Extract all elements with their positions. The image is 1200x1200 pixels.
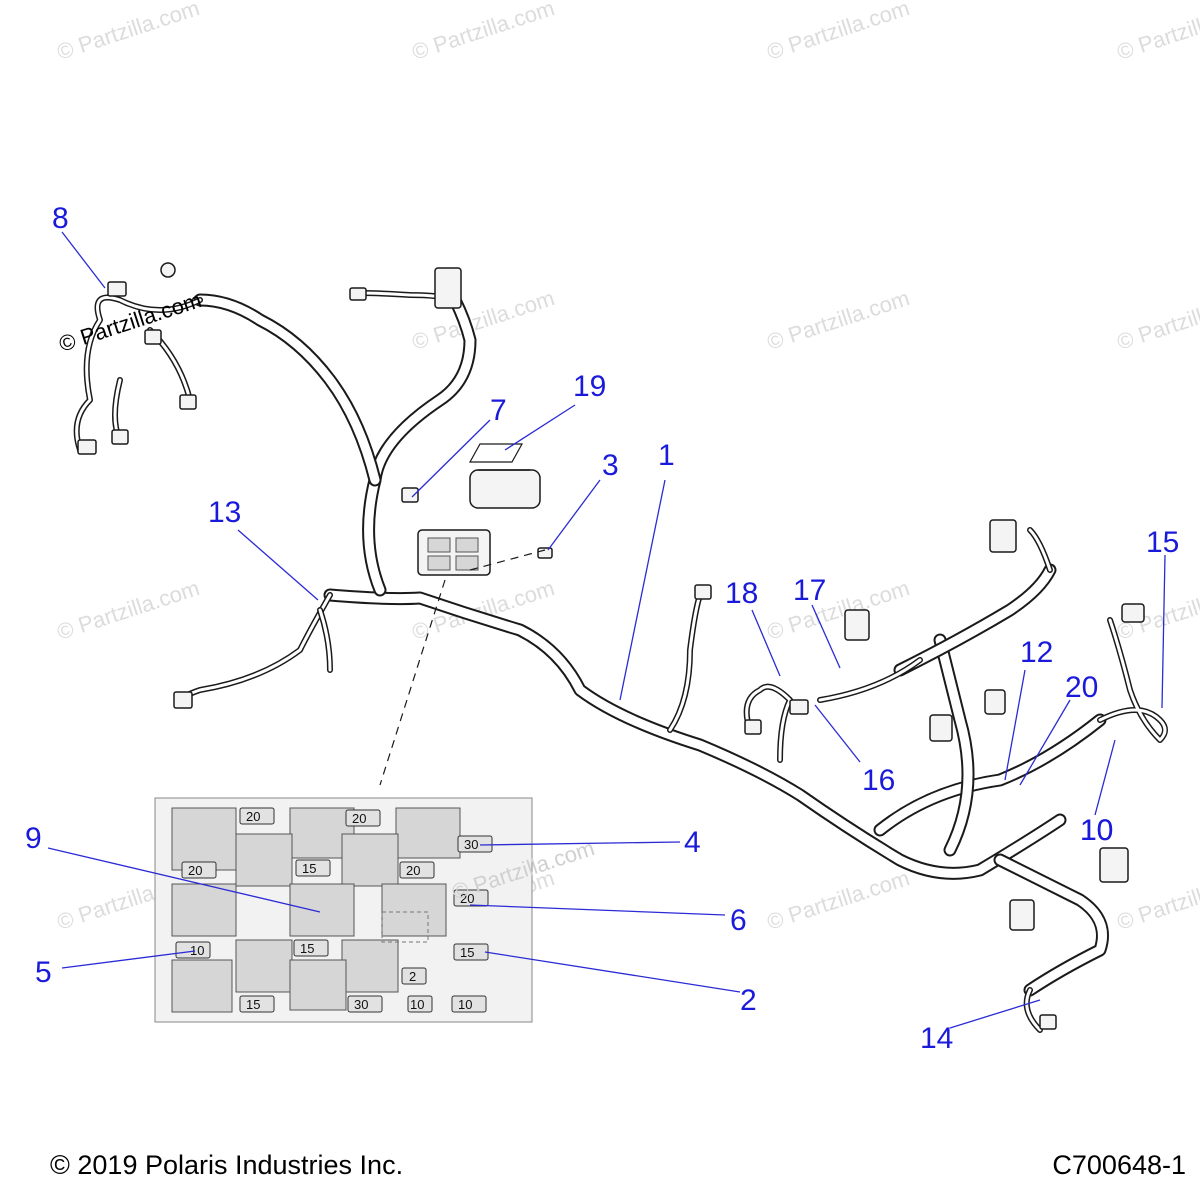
callout-15: 15 xyxy=(1146,526,1179,559)
fuse-label: 10 xyxy=(458,997,472,1012)
callout-10: 10 xyxy=(1080,814,1113,847)
fuse-label: 20 xyxy=(460,891,474,906)
connector xyxy=(107,281,127,297)
callout-4: 4 xyxy=(684,826,701,859)
connector xyxy=(434,267,462,309)
connector xyxy=(694,584,712,600)
callout-5: 5 xyxy=(35,956,52,989)
leader-lines xyxy=(47,231,1166,1029)
fuse-label: 2 xyxy=(409,969,416,984)
cover-label xyxy=(468,443,524,463)
callout-13: 13 xyxy=(208,496,241,529)
callout-1: 1 xyxy=(658,439,675,472)
connector xyxy=(744,719,762,735)
watermark: © Partzilla.com xyxy=(1114,0,1200,65)
fuse-panel-inset: 20 20 15 30 20 20 20 15 10 15 2 15 30 10… xyxy=(154,797,533,1023)
fuse-label: 20 xyxy=(352,811,366,826)
connector xyxy=(144,329,162,345)
watermark: © Partzilla.com xyxy=(764,865,913,935)
callout-19: 19 xyxy=(573,370,606,403)
power-distribution-module xyxy=(417,529,491,576)
fuse-label: 15 xyxy=(302,861,316,876)
fuse-label: 10 xyxy=(410,997,424,1012)
copyright-notice: © 2019 Polaris Industries Inc. xyxy=(50,1150,404,1180)
connector xyxy=(537,547,553,559)
connector xyxy=(349,287,367,301)
fuse-label: 10 xyxy=(190,943,204,958)
fuse-label: 20 xyxy=(406,863,420,878)
fuse-label: 15 xyxy=(246,997,260,1012)
watermark: © Partzilla.com xyxy=(409,0,558,65)
watermark: © Partzilla.com xyxy=(764,575,913,645)
figure-id: C700648-1 xyxy=(1052,1150,1186,1180)
connector xyxy=(1121,603,1145,623)
watermark: © Partzilla.com xyxy=(54,575,203,645)
connector xyxy=(179,394,197,410)
fuse-label: 15 xyxy=(300,941,314,956)
watermark: © Partzilla.com xyxy=(54,0,203,65)
callout-14: 14 xyxy=(920,1022,953,1055)
connector xyxy=(929,714,953,742)
main-harness xyxy=(193,293,1109,997)
callout-17: 17 xyxy=(793,574,826,607)
callout-16: 16 xyxy=(862,764,895,797)
connector xyxy=(844,609,870,641)
fuse-label: 20 xyxy=(246,809,260,824)
callout-3: 3 xyxy=(602,449,619,482)
callout-12: 12 xyxy=(1020,636,1053,669)
callout-18: 18 xyxy=(725,577,758,610)
watermark: © Partzilla.com xyxy=(764,0,913,65)
callout-8: 8 xyxy=(52,202,69,235)
connector xyxy=(984,689,1006,715)
module-cover xyxy=(469,469,541,509)
watermark-overlay: © Partzilla.com xyxy=(56,287,205,357)
fuse-label: 15 xyxy=(460,945,474,960)
callout-10: 10 xyxy=(1080,814,1113,847)
fuse-label: 30 xyxy=(464,837,478,852)
fuse-label: 20 xyxy=(188,863,202,878)
callout-6: 6 xyxy=(730,904,747,937)
connectors xyxy=(77,262,1145,1030)
callout-20: 20 xyxy=(1065,671,1098,704)
watermark: © Partzilla.com xyxy=(1114,285,1200,355)
connector xyxy=(77,439,97,455)
connector xyxy=(1009,899,1035,931)
watermark-layer: © Partzilla.com © Partzilla.com © Partzi… xyxy=(54,0,1200,935)
callout-2: 2 xyxy=(740,984,757,1017)
callout-9: 9 xyxy=(25,822,42,855)
connector xyxy=(1039,1014,1057,1030)
connector xyxy=(401,487,419,503)
callout-7: 7 xyxy=(490,394,507,427)
connector xyxy=(160,262,176,278)
connector xyxy=(789,699,809,715)
connector xyxy=(1099,847,1129,883)
connector xyxy=(111,429,129,445)
watermark: © Partzilla.com xyxy=(764,285,913,355)
fuse-label: 30 xyxy=(354,997,368,1012)
connector xyxy=(989,519,1017,553)
connector xyxy=(173,691,193,709)
callout-labels: 1 2 3 4 5 6 7 8 9 10 10 12 13 14 15 16 1… xyxy=(25,202,1179,1055)
